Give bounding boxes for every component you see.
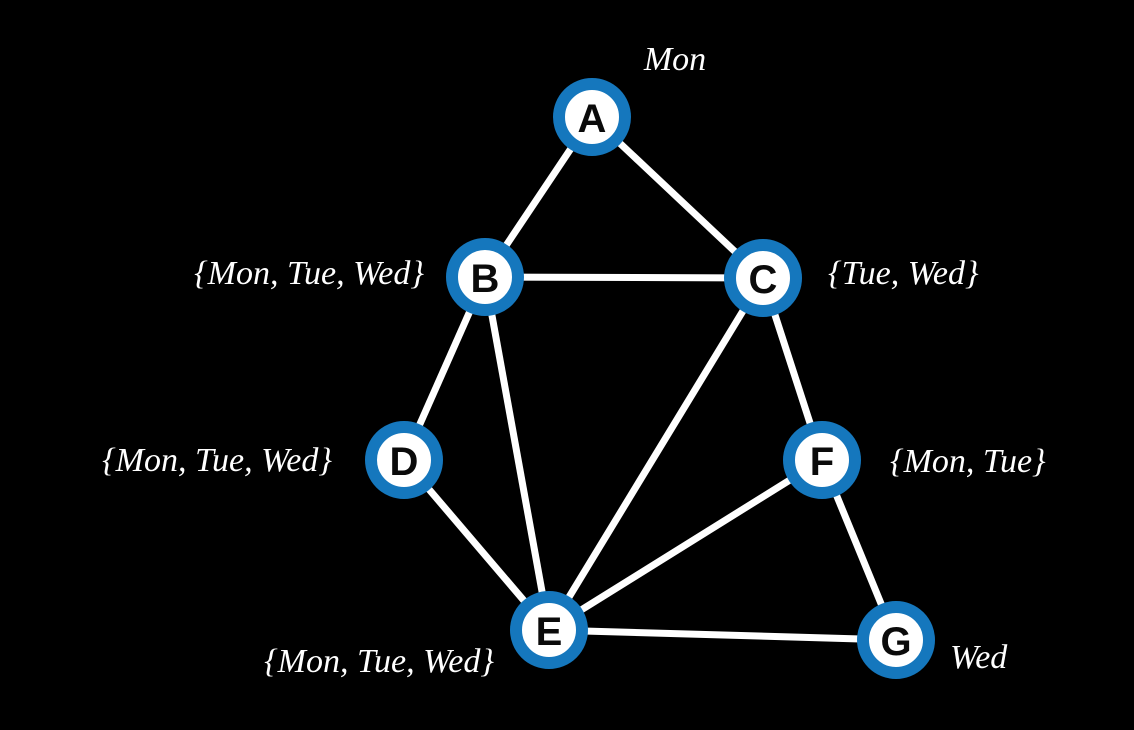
node-letter-F: F bbox=[810, 440, 834, 484]
node-letter-A: A bbox=[578, 97, 607, 141]
domain-label-B: {Mon, Tue, Wed} bbox=[194, 255, 424, 292]
node-circle-A bbox=[553, 78, 631, 156]
edge-C-E bbox=[546, 276, 766, 632]
node-circle-E bbox=[510, 591, 588, 669]
domain-label-D: {Mon, Tue, Wed} bbox=[102, 442, 332, 479]
node-circle-C bbox=[724, 239, 802, 317]
node-G: G bbox=[857, 601, 935, 679]
node-E: E bbox=[510, 591, 588, 669]
domain-label-C: {Tue, Wed} bbox=[828, 255, 979, 292]
domain-label-E: {Mon, Tue, Wed} bbox=[264, 643, 494, 680]
edge-E-G bbox=[548, 626, 897, 644]
edge-E-F bbox=[547, 457, 824, 633]
domain-label-G: Wed bbox=[950, 639, 1008, 676]
node-A: A bbox=[553, 78, 631, 156]
edge-B-C bbox=[484, 273, 764, 282]
domain-label-F: {Mon, Tue} bbox=[890, 443, 1046, 480]
nodes-layer: A B C D F E G bbox=[365, 78, 935, 679]
node-circle-F bbox=[783, 421, 861, 499]
domain-label-A: Mon bbox=[643, 41, 706, 78]
node-C: C bbox=[724, 239, 802, 317]
node-letter-B: B bbox=[471, 257, 500, 301]
node-letter-E: E bbox=[536, 610, 563, 654]
edge-B-E bbox=[481, 276, 553, 631]
node-letter-G: G bbox=[880, 620, 911, 664]
node-letter-C: C bbox=[749, 258, 778, 302]
node-circle-B bbox=[446, 238, 524, 316]
node-letter-D: D bbox=[390, 440, 419, 484]
node-B: B bbox=[446, 238, 524, 316]
domain-labels-layer: Mon {Mon, Tue, Wed} {Tue, Wed} {Mon, Tue, W… bbox=[102, 41, 1046, 680]
edge-A-C bbox=[589, 114, 766, 281]
node-F: F bbox=[783, 421, 861, 499]
node-circle-D bbox=[365, 421, 443, 499]
node-circle-G bbox=[857, 601, 935, 679]
node-D: D bbox=[365, 421, 443, 499]
